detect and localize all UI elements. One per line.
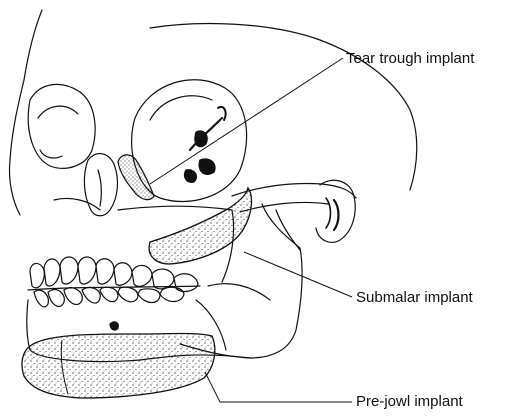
submalar-implant-label: Submalar implant [356,290,473,305]
submalar-leader-line [244,252,352,297]
cranium-outline [10,10,42,160]
pre-jowl-implant [22,334,215,399]
ear-region [316,180,355,242]
mandible-ramus [250,204,302,358]
lower-teeth [34,287,184,307]
tear-trough-implant-label: Tear trough implant [346,51,474,66]
pre-jowl-leader-line [205,372,352,402]
tear-trough-implant [118,155,154,200]
tear-trough-leader-line [150,58,343,184]
pre-jowl-implant-label: Pre-jowl implant [356,394,463,409]
